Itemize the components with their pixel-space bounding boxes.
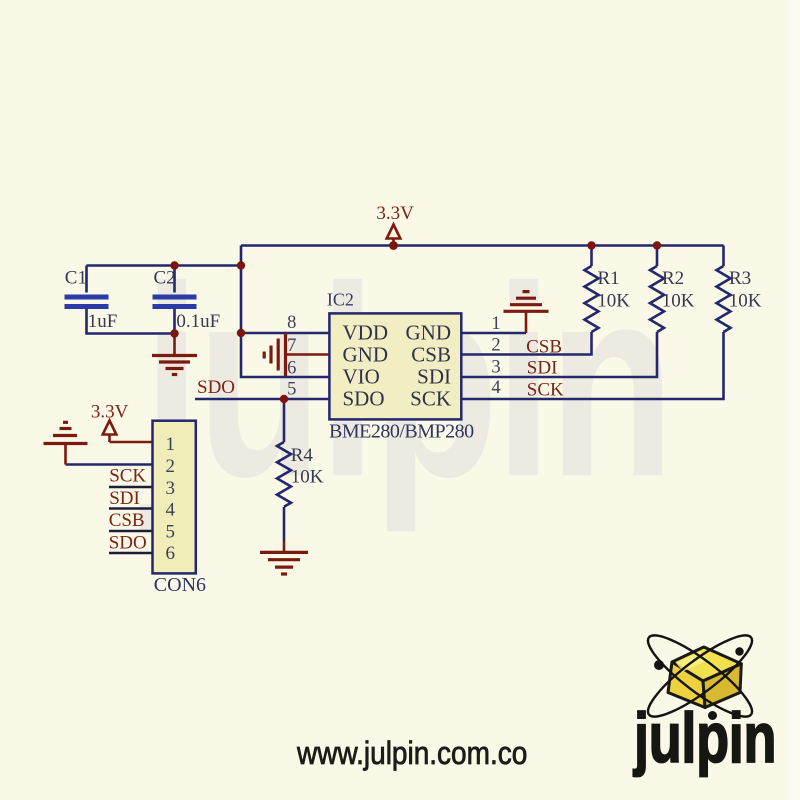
svg-text:4: 4 bbox=[491, 378, 500, 398]
svg-text:SDO: SDO bbox=[109, 533, 147, 554]
svg-text:4: 4 bbox=[166, 500, 176, 521]
svg-text:BME280/BMP280: BME280/BMP280 bbox=[329, 421, 474, 443]
svg-text:SDI: SDI bbox=[527, 358, 558, 379]
svg-text:R2: R2 bbox=[662, 268, 684, 289]
svg-text:CSB: CSB bbox=[526, 337, 562, 358]
svg-text:7: 7 bbox=[287, 336, 296, 356]
svg-text:3.3V: 3.3V bbox=[91, 401, 129, 422]
svg-text:1uF: 1uF bbox=[88, 311, 118, 332]
svg-text:GND: GND bbox=[343, 343, 389, 367]
svg-text:6: 6 bbox=[287, 359, 296, 379]
svg-text:CSB: CSB bbox=[411, 343, 451, 367]
svg-text:3.3V: 3.3V bbox=[376, 203, 414, 224]
svg-text:SCK: SCK bbox=[109, 466, 146, 487]
svg-text:1: 1 bbox=[166, 434, 176, 455]
svg-text:SDI: SDI bbox=[109, 488, 140, 509]
svg-text:R1: R1 bbox=[598, 268, 620, 289]
svg-text:1: 1 bbox=[491, 314, 500, 334]
svg-text:SDO: SDO bbox=[197, 377, 235, 398]
svg-text:8: 8 bbox=[287, 313, 296, 333]
svg-text:5: 5 bbox=[166, 522, 176, 543]
svg-text:2: 2 bbox=[491, 336, 500, 356]
svg-text:3: 3 bbox=[491, 357, 500, 377]
svg-text:3: 3 bbox=[166, 478, 176, 499]
svg-text:IC2: IC2 bbox=[327, 290, 354, 310]
svg-text:5: 5 bbox=[287, 380, 296, 400]
svg-text:CON6: CON6 bbox=[154, 574, 206, 596]
svg-text:C2: C2 bbox=[154, 267, 176, 288]
svg-text:10K: 10K bbox=[291, 466, 324, 487]
svg-text:GND: GND bbox=[406, 321, 452, 345]
svg-text:0.1uF: 0.1uF bbox=[176, 311, 220, 332]
svg-text:SDI: SDI bbox=[417, 365, 451, 389]
svg-text:C1: C1 bbox=[65, 267, 87, 288]
svg-text:10K: 10K bbox=[729, 291, 762, 312]
svg-text:10K: 10K bbox=[597, 291, 630, 312]
svg-text:SCK: SCK bbox=[410, 387, 451, 411]
svg-text:CSB: CSB bbox=[109, 510, 145, 531]
svg-text:6: 6 bbox=[166, 543, 176, 564]
svg-text:10K: 10K bbox=[662, 291, 695, 312]
svg-text:SDO: SDO bbox=[343, 387, 385, 411]
svg-text:R4: R4 bbox=[291, 445, 314, 466]
svg-text:R3: R3 bbox=[729, 268, 751, 289]
svg-text:VIO: VIO bbox=[343, 365, 380, 389]
svg-text:2: 2 bbox=[166, 456, 176, 477]
svg-text:SCK: SCK bbox=[527, 379, 564, 400]
svg-text:VDD: VDD bbox=[343, 321, 389, 345]
